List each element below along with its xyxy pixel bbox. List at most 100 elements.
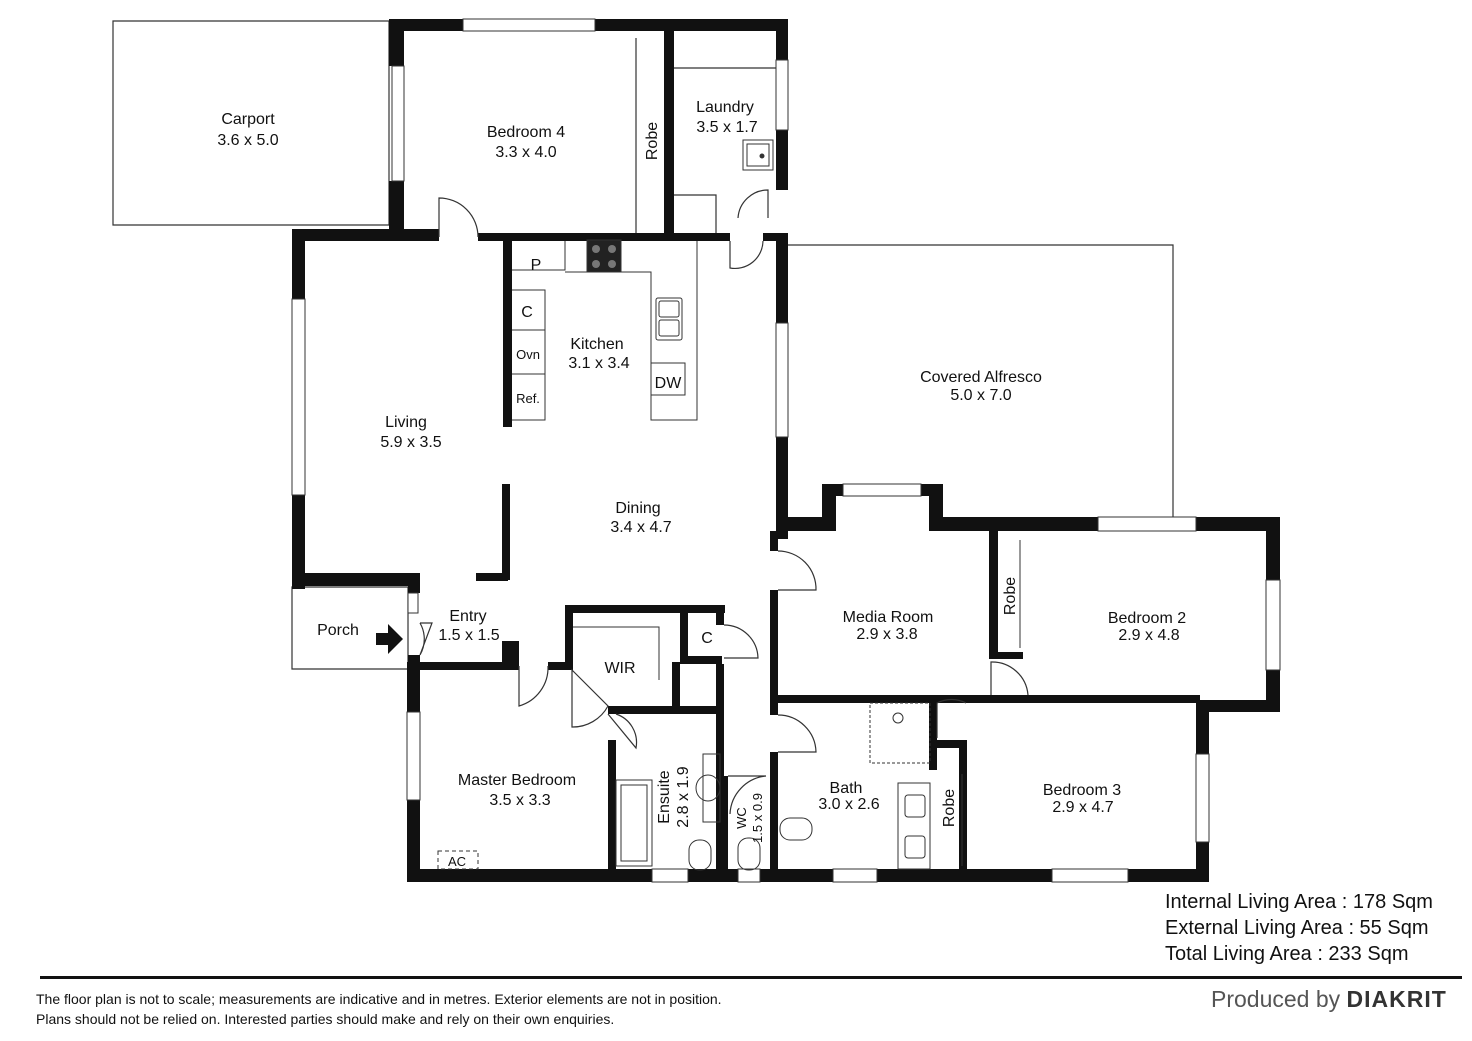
bedroom3-dims: 2.9 x 4.7 <box>1052 799 1113 816</box>
disclaimer-line-1: The floor plan is not to scale; measurem… <box>36 991 722 1007</box>
kitchen-bench <box>512 290 546 421</box>
bath-basin <box>904 794 926 818</box>
shower-tray <box>620 784 648 862</box>
door-ensuite <box>607 713 638 750</box>
wall <box>680 605 688 662</box>
door-bath <box>777 714 817 753</box>
window <box>291 298 306 496</box>
door-bed3 <box>936 698 967 738</box>
doors <box>419 189 1029 815</box>
door-laundry-2 <box>729 240 764 270</box>
windows <box>291 18 1281 883</box>
wall <box>408 586 420 593</box>
bath-toilet <box>779 817 813 841</box>
bedroom2-dims: 2.9 x 4.8 <box>1118 627 1179 644</box>
wall <box>565 605 725 613</box>
wall <box>565 605 573 670</box>
wc-dims: 1.5 x 0.9 <box>750 793 765 843</box>
wall <box>776 437 788 539</box>
wall <box>778 695 1000 703</box>
bath-basin <box>904 835 926 859</box>
door-bedroom4 <box>438 197 479 238</box>
wall <box>989 652 1023 659</box>
entry-dims: 1.5 x 1.5 <box>438 627 499 644</box>
wall <box>407 800 420 882</box>
window <box>406 711 421 801</box>
dining-dims: 3.4 x 4.7 <box>610 519 671 536</box>
window <box>832 868 878 883</box>
wall <box>776 517 836 531</box>
living-dims: 5.9 x 3.5 <box>380 434 441 451</box>
entry-arrow <box>376 624 403 654</box>
wall <box>1196 700 1209 754</box>
wall <box>548 662 572 670</box>
producer-logo: DIAKRIT <box>1346 986 1447 1012</box>
window <box>1097 516 1197 532</box>
carport-dims: 3.6 x 5.0 <box>217 132 278 149</box>
window <box>1195 753 1210 843</box>
robe-bed4-label: Robe <box>644 122 661 160</box>
wc-toilet <box>737 837 761 871</box>
door-wir <box>571 668 609 728</box>
fridge-label: Ref. <box>516 391 540 406</box>
ensuite-basin <box>695 774 721 802</box>
wall <box>476 573 508 581</box>
wall <box>966 695 1200 703</box>
bath-shower <box>869 702 931 764</box>
laundry-tub-inner <box>746 143 770 167</box>
wall <box>503 237 512 427</box>
wall <box>408 655 420 669</box>
room-labels: Carport 3.6 x 5.0 Bedroom 4 3.3 x 4.0 Ro… <box>217 99 1186 869</box>
wall <box>502 641 519 666</box>
wall <box>770 752 778 882</box>
wir-shelf <box>573 626 660 680</box>
wall <box>292 229 439 241</box>
media-name: Media Room <box>843 609 934 626</box>
kitchen-bench <box>512 241 566 271</box>
hall-cupboard-label: C <box>701 630 713 647</box>
cooktop <box>586 239 622 273</box>
ac-unit <box>437 850 479 870</box>
bedroom4-name: Bedroom 4 <box>487 124 565 141</box>
wall <box>716 605 724 625</box>
wall <box>608 740 616 882</box>
door-hall-cupboard <box>723 624 759 659</box>
wall <box>478 233 730 241</box>
kitchen-bench <box>565 241 698 421</box>
door-entry <box>419 622 433 656</box>
master-name: Master Bedroom <box>458 772 576 789</box>
window <box>1051 868 1129 883</box>
kitchen-sink <box>655 297 683 341</box>
wall <box>776 19 788 60</box>
bath-dims: 3.0 x 2.6 <box>818 796 879 813</box>
wall <box>292 229 305 299</box>
window <box>775 59 789 131</box>
entry-name: Entry <box>449 608 486 625</box>
wall <box>763 233 788 241</box>
wall <box>407 662 519 670</box>
door-media <box>777 550 817 591</box>
external-area: External Living Area : 55 Sqm <box>1165 917 1429 939</box>
window <box>391 65 405 182</box>
burner <box>608 245 616 253</box>
wall <box>959 740 967 882</box>
alfresco-outline <box>786 244 1174 518</box>
kitchen-sink-bowl <box>658 300 680 318</box>
kitchen-sink-bowl <box>658 319 680 337</box>
wall <box>407 869 1209 882</box>
kitchen-dims: 3.1 x 3.4 <box>568 355 629 372</box>
kitchen-name: Kitchen <box>570 336 623 353</box>
window <box>775 322 789 438</box>
porch-label: Porch <box>317 622 359 639</box>
fixtures <box>376 139 1021 871</box>
dining-name: Dining <box>615 500 660 517</box>
window <box>462 18 596 32</box>
ensuite-dims: 2.8 x 1.9 <box>675 766 692 827</box>
bath-name: Bath <box>830 780 863 797</box>
wall <box>770 590 778 704</box>
wall <box>389 19 404 66</box>
door-laundry <box>737 189 769 219</box>
alfresco-name: Covered Alfresco <box>920 369 1042 386</box>
shower-head <box>892 712 904 724</box>
wall <box>989 531 998 657</box>
